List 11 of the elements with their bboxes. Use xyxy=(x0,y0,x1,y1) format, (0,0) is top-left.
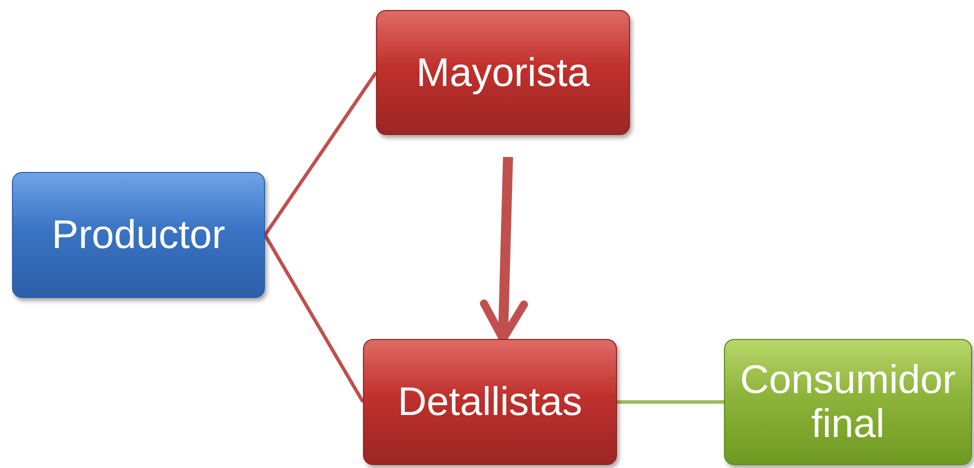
node-label: Consumidor final xyxy=(739,358,957,446)
process-box xyxy=(12,172,265,298)
connector-line xyxy=(617,400,724,404)
process-box xyxy=(363,339,617,465)
node-label: Productor xyxy=(50,213,226,257)
node-label: Mayorista xyxy=(415,50,591,94)
connector-line xyxy=(264,72,378,236)
process-box xyxy=(376,10,630,135)
node-label: Detallistas xyxy=(396,380,584,424)
connector-line xyxy=(263,234,365,403)
process-box xyxy=(724,339,972,465)
